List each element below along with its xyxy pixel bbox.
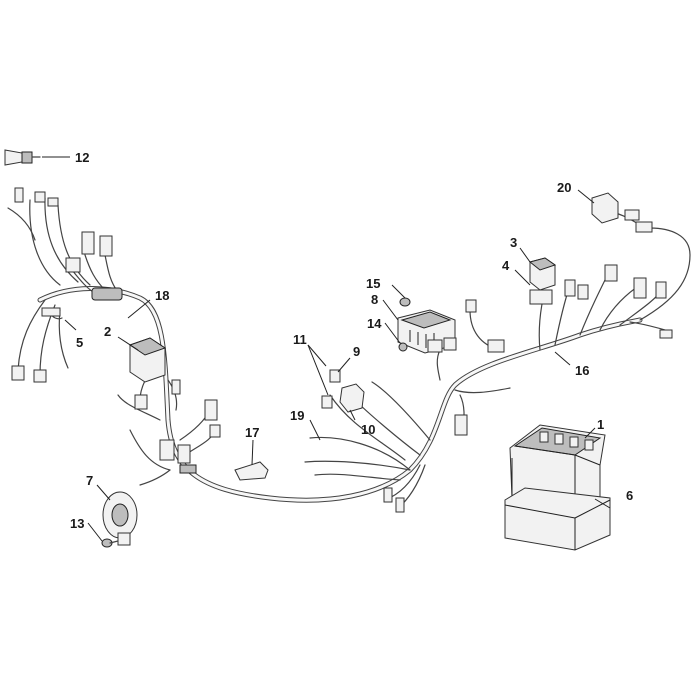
part-2-relay: [128, 337, 167, 383]
connectors-cluster-right: [383, 264, 673, 513]
callout-5: 5: [76, 335, 83, 350]
part-17-clip: [234, 461, 269, 481]
callout-16: 16: [575, 363, 589, 378]
callout-3: 3: [510, 235, 517, 250]
callout-14: 14: [367, 316, 382, 331]
callout-15: 15: [366, 276, 380, 291]
part-14-nut: [398, 342, 408, 352]
part-10-fuse-holder: [339, 383, 365, 413]
callout-7: 7: [86, 473, 93, 488]
callout-4: 4: [502, 258, 510, 273]
callout-6: 6: [626, 488, 633, 503]
callout-9: 9: [353, 344, 360, 359]
part-7-horn: [102, 491, 138, 546]
left-connectors: [11, 187, 123, 383]
part-8-regulator: [397, 309, 457, 354]
callout-1: 1: [597, 417, 604, 432]
callout-labels: 1 2 3 4 5 6 7 8 9 10 11 12 13 14 15 16 1…: [70, 150, 633, 531]
part-20-switch: [591, 192, 653, 233]
callout-8: 8: [371, 292, 378, 307]
callout-12: 12: [75, 150, 89, 165]
part-6-battery-tray: [504, 487, 611, 551]
leader-lines: [42, 156, 611, 542]
part-11-fuses: [321, 369, 341, 409]
part-1-battery: [509, 424, 606, 499]
callout-19: 19: [290, 408, 304, 423]
callout-17: 17: [245, 425, 259, 440]
callout-10: 10: [361, 422, 375, 437]
part-15-bolt: [399, 297, 411, 307]
part-13-screw: [101, 538, 119, 548]
connectors-cluster-lower: [134, 379, 221, 474]
part-3-4-relays: [528, 257, 557, 305]
callout-2: 2: [104, 324, 111, 339]
callout-18: 18: [155, 288, 169, 303]
part-12-sensor: [4, 149, 41, 166]
callout-13: 13: [70, 516, 84, 531]
callout-20: 20: [557, 180, 571, 195]
callout-11: 11: [293, 332, 307, 347]
